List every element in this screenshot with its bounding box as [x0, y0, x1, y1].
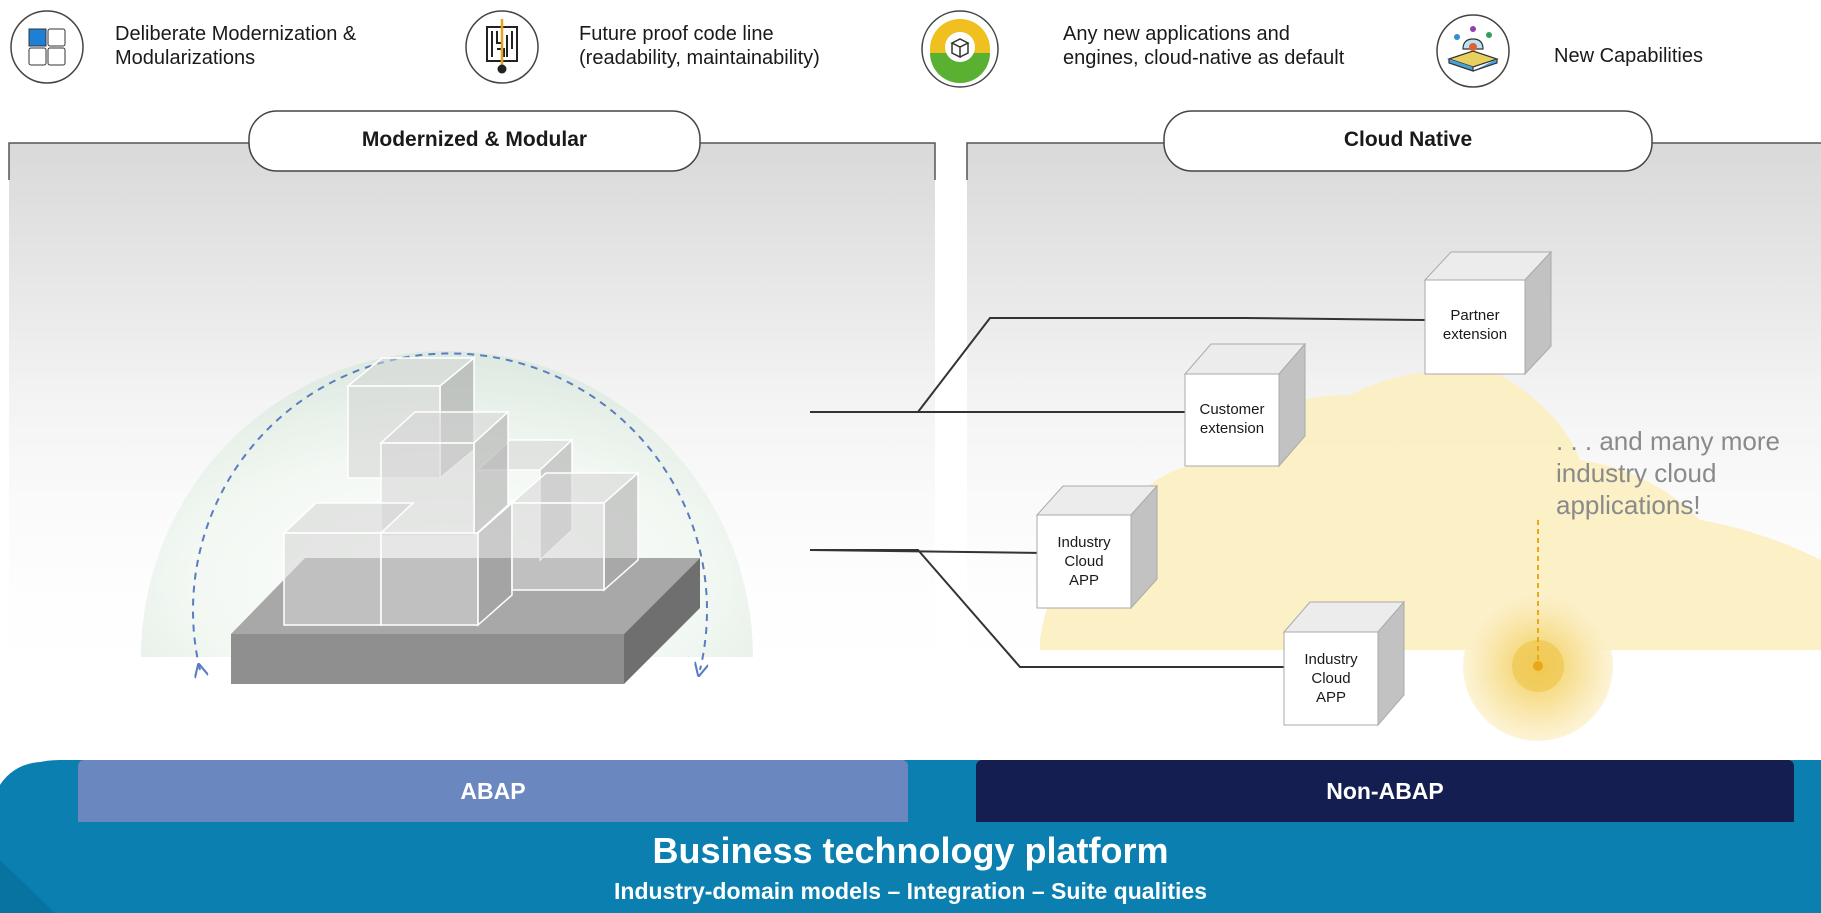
legend-3-line2: engines, cloud-native as default	[1063, 47, 1345, 69]
legend-1-line1: Deliberate Modernization &	[115, 23, 357, 45]
cube-stack	[282, 356, 640, 627]
code-maze-icon	[465, 10, 539, 84]
legend-2-line1: Future proof code line	[579, 23, 774, 45]
cube-partner-label-line1: Partner	[1450, 307, 1500, 324]
cube-industry-2-label: Industry Cloud APP	[1284, 650, 1378, 707]
abap-bar: ABAP	[78, 760, 908, 822]
right-panel-title: Cloud Native	[1343, 128, 1473, 151]
left-panel-title: Modernized & Modular	[361, 128, 588, 151]
cube-industry-2-label-line3: APP	[1315, 689, 1346, 706]
right-title-pill	[1163, 110, 1653, 172]
legend-4-line1: New Capabilities	[1554, 45, 1703, 67]
platform-subtitle: Industry-domain models – Integration – S…	[614, 878, 1207, 904]
cube-customer-label-line2: extension	[1199, 420, 1265, 437]
cube-customer-label-line1: Customer	[1199, 401, 1265, 418]
many-more-text: . . . and many more industry cloud appli…	[1556, 425, 1821, 521]
cube-partner-label-line2: extension	[1442, 326, 1508, 343]
cube-industry-2-label-line1: Industry	[1304, 651, 1358, 668]
base-slab-front	[231, 634, 624, 684]
cube-industry-2	[1282, 600, 1406, 727]
legend-3-line1: Any new applications and	[1063, 23, 1290, 45]
cloud-native-box-icon	[921, 10, 999, 88]
non-abap-bar: Non-ABAP	[976, 760, 1794, 822]
many-more-line2: industry cloud	[1556, 458, 1717, 488]
base-slab-side	[624, 558, 700, 684]
cube-partner	[1423, 250, 1553, 376]
cube-industry-1-label-line3: APP	[1068, 572, 1099, 589]
platform-title: Business technology platform	[652, 830, 1169, 871]
new-capabilities-icon	[1436, 14, 1510, 88]
cube-industry-1	[1035, 484, 1159, 610]
left-title-pill	[248, 110, 701, 172]
cube-partner-label: Partner extension	[1425, 306, 1525, 344]
cube-customer-label: Customer extension	[1185, 400, 1279, 438]
legend-1-line2: Modularizations	[115, 47, 256, 69]
dashed-arc	[192, 352, 707, 670]
legend-2-line2: (readability, maintainability)	[579, 47, 820, 69]
modular-grid-icon	[10, 10, 84, 84]
connector-lines	[809, 317, 1426, 668]
cube-industry-1-label-line1: Industry	[1057, 534, 1111, 551]
cube-industry-2-label-line2: Cloud	[1311, 670, 1351, 687]
many-more-line1: . . . and many more	[1556, 426, 1780, 456]
cube-industry-1-label-line2: Cloud	[1064, 553, 1104, 570]
cube-industry-1-label: Industry Cloud APP	[1037, 533, 1131, 590]
cube-customer	[1183, 342, 1307, 468]
many-more-line3: applications!	[1556, 490, 1701, 520]
platform-left-cap	[0, 762, 92, 862]
